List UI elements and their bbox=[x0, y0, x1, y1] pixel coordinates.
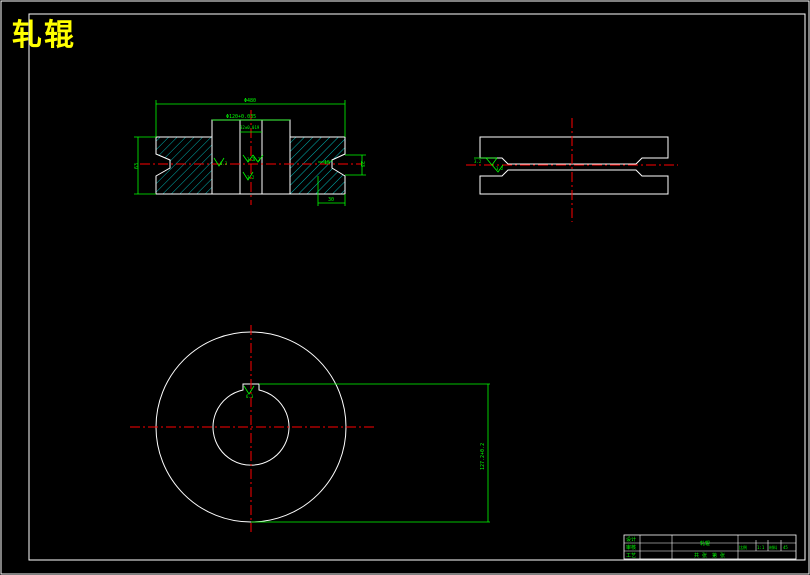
title-block-row: 工艺 bbox=[626, 553, 636, 559]
inner-border bbox=[28, 13, 806, 561]
title-block-field: 比例 bbox=[739, 544, 747, 550]
svg-text:3.2: 3.2 bbox=[247, 157, 255, 162]
title-block-row: 审核 bbox=[626, 544, 636, 551]
left-section-hatch bbox=[155, 136, 213, 195]
roughness-mark: 3.2 bbox=[474, 157, 498, 166]
groove-angle: 15° bbox=[324, 160, 333, 166]
roughness-mark: 6.3 bbox=[213, 157, 228, 167]
roughness-mark: 3.2 bbox=[242, 171, 255, 181]
svg-text:6.3: 6.3 bbox=[220, 161, 228, 166]
roughness-mark: 3.2 bbox=[252, 154, 264, 163]
title-block-row: 设计 bbox=[626, 536, 636, 543]
svg-text:3.2: 3.2 bbox=[247, 175, 255, 180]
dim-height: 63 bbox=[134, 163, 140, 169]
dim-bore-diameter: Φ120+0.035 bbox=[226, 114, 256, 120]
side-lower-outline bbox=[479, 169, 669, 195]
side-view: 3.2 3.2 bbox=[466, 118, 678, 222]
dim-groove-width: 30 bbox=[328, 197, 334, 203]
dim-keyway-depth: 127.2+0.2 bbox=[480, 443, 486, 470]
title-block-part-name: 轧辊 bbox=[700, 540, 710, 547]
dim-keyway-width: 32±0.019 bbox=[240, 125, 260, 130]
roughness-mark: 3.2 bbox=[242, 154, 255, 163]
roughness-mark: 6.3 bbox=[243, 385, 255, 399]
front-section-view: Φ480 Φ120+0.035 32±0.019 63 23 30 15° 6.… bbox=[134, 98, 366, 206]
title-block-field: 1:1 bbox=[757, 545, 765, 550]
title-block: 设计 审核 工艺 轧辊 比例 1:1 材料 45 共 张 第 张 bbox=[623, 534, 797, 560]
svg-text:3.2: 3.2 bbox=[253, 157, 261, 162]
svg-text:3.2: 3.2 bbox=[496, 166, 504, 171]
svg-text:6.3: 6.3 bbox=[246, 394, 254, 399]
end-view: 127.2+0.2 6.3 bbox=[130, 325, 490, 532]
dim-groove-depth: 23 bbox=[359, 161, 365, 167]
title-block-footer: 共 张 bbox=[694, 552, 707, 559]
bore-with-keyway bbox=[212, 383, 290, 466]
title-block-field: 材料 bbox=[769, 544, 777, 550]
dim-outer-diameter: Φ480 bbox=[244, 98, 256, 104]
side-upper-outline bbox=[479, 136, 669, 165]
drawing-title: 轧辊 bbox=[12, 18, 76, 53]
right-section-hatch bbox=[289, 136, 346, 195]
roughness-mark: 3.2 bbox=[491, 164, 504, 173]
title-block-footer: 第 张 bbox=[712, 552, 725, 559]
title-block-field: 45 bbox=[783, 545, 788, 550]
svg-text:3.2: 3.2 bbox=[474, 159, 482, 164]
